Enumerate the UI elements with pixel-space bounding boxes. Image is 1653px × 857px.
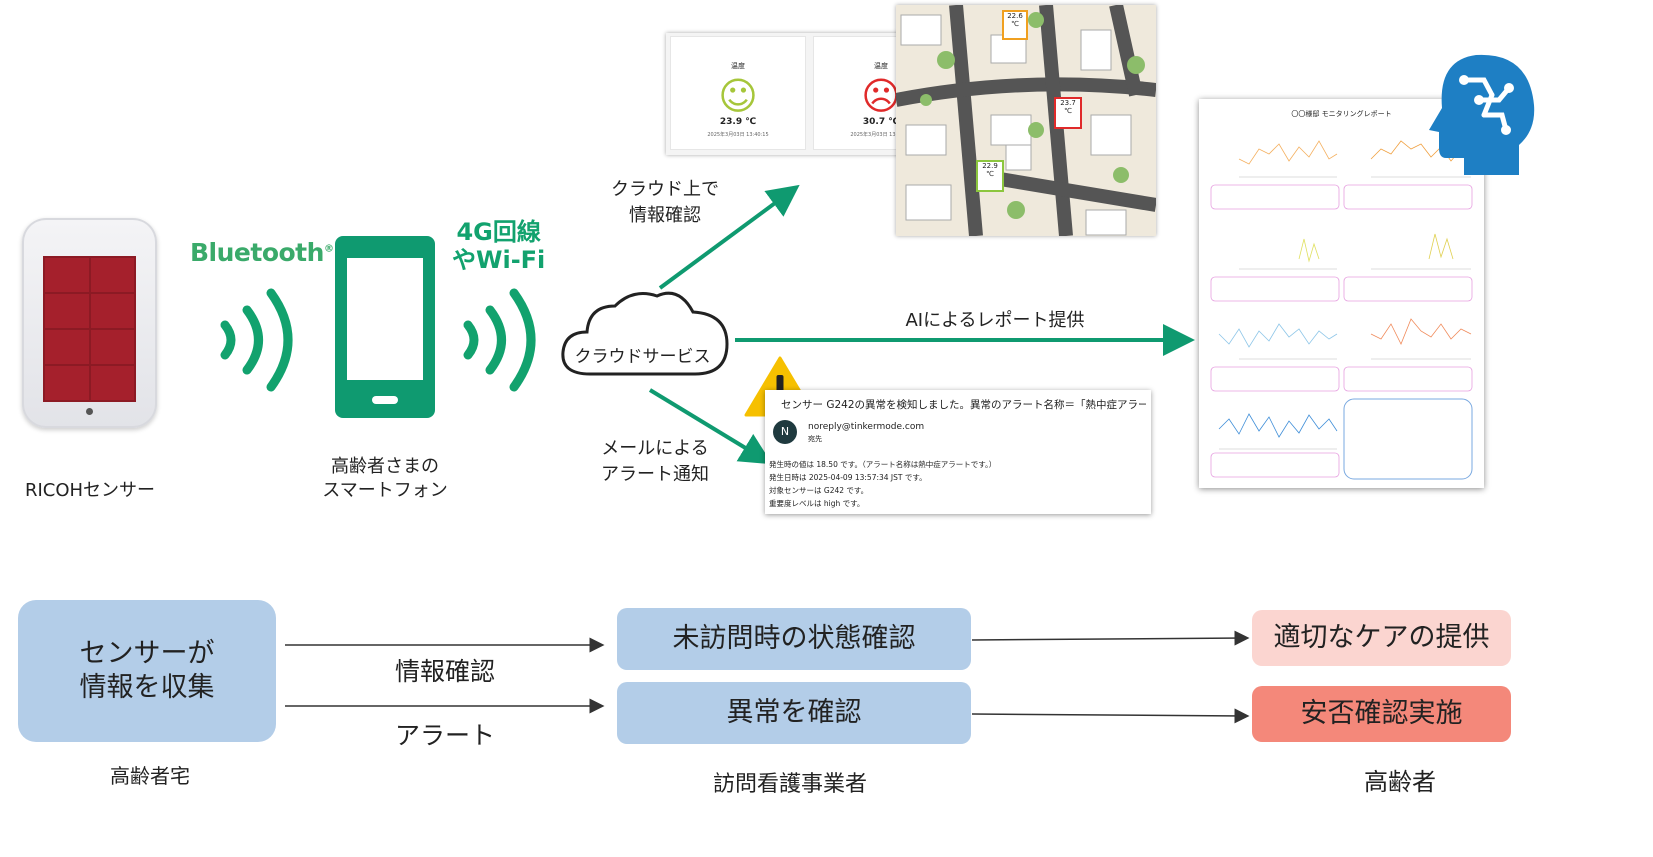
sad-face-icon: ☹ [861, 74, 901, 118]
email-body: 発生時の値は 18.50 です。（アラート名称は熱中症アラートです。） 発生日時… [769, 460, 997, 508]
sensor-collect-box: センサーが 情報を収集 [18, 600, 276, 742]
safety-check-box: 安否確認実施 [1252, 686, 1511, 742]
sensor-indicator [86, 408, 93, 415]
report-title: 〇〇様邸 モニタリングレポート [1291, 110, 1392, 118]
cloud-check-label: クラウド上で 情報確認 [611, 179, 719, 226]
email-to: 宛先 [808, 435, 822, 443]
elderly-caption: 高齢者 [1364, 768, 1436, 796]
cloud-icon [561, 291, 729, 376]
mail-alert-label: メールによる アラート通知 [601, 438, 709, 485]
nursing-provider-caption: 訪問看護事業者 [712, 772, 867, 797]
ai-report-label: AIによるレポート提供 [905, 310, 1085, 331]
map-temperature-marker: 22.9 ℃ [976, 160, 1004, 192]
status-check-box: 未訪問時の状態確認 [617, 608, 971, 670]
sensor-label: RICOHセンサー [24, 480, 156, 501]
bluetooth-label: Bluetooth® [190, 238, 334, 267]
network-label: 4G回線 やWi-Fi [452, 218, 546, 274]
anomaly-check-box: 異常を確認 [617, 682, 971, 744]
map-view: 22.6 ℃ 23.7 ℃ 22.9 ℃ [896, 5, 1156, 236]
map-temperature-marker: 22.6 ℃ [1002, 10, 1028, 40]
ai-head-icon [1429, 54, 1535, 175]
phone-label: 高齢者さまの スマートフォン [322, 456, 448, 501]
smile-face-icon: ☺ [718, 74, 758, 118]
sender-avatar: N [773, 420, 797, 444]
temperature-card: 温度 ☺ 23.9 ℃ 2025年3月03日 13:40:15 [670, 36, 806, 150]
alert-email: センサー G242の異常を検知しました。異常のアラート名称＝「熱中症アラート」 … [765, 390, 1151, 514]
monitoring-report: 〇〇様邸 モニタリングレポート [1199, 99, 1484, 488]
wireless-waves-icon [220, 288, 293, 392]
map-temperature-marker: 23.7 ℃ [1054, 97, 1082, 129]
info-check-arrow-label: 情報確認 [394, 657, 495, 686]
home-caption: 高齢者宅 [110, 764, 190, 788]
alert-arrow-label: アラート [394, 721, 495, 750]
report-charts [1210, 140, 1473, 480]
solar-panel [43, 256, 136, 402]
cloud-label: クラウドサービス [574, 347, 711, 367]
care-provision-box: 適切なケアの提供 [1252, 610, 1511, 666]
map-illustration [896, 5, 1156, 236]
email-subject: センサー G242の異常を検知しました。異常のアラート名称＝「熱中症アラート」 [781, 399, 1146, 411]
smartphone-icon [335, 236, 435, 418]
ricoh-sensor-image [22, 218, 157, 428]
email-sender: noreply@tinkermode.com [808, 422, 925, 432]
wireless-waves-icon [463, 288, 536, 392]
